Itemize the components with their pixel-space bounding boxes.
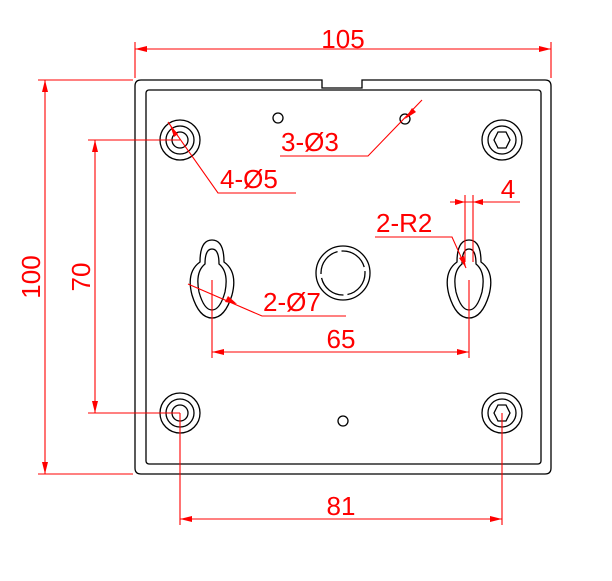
callout-keyhole-radius: 2-R2 bbox=[376, 208, 432, 238]
dimension-width-label: 105 bbox=[321, 24, 364, 54]
dimension-keyhole-spacing-label: 65 bbox=[327, 324, 356, 354]
dimension-vertical-spacing-label: 70 bbox=[66, 263, 96, 292]
dimension-slot-width-label: 4 bbox=[501, 174, 515, 204]
dimension-bottom-spacing bbox=[179, 413, 503, 525]
leader-keyhole-diameter bbox=[187, 283, 346, 317]
callout-keyhole-diameter: 2-Ø7 bbox=[263, 287, 321, 317]
dimension-vertical-spacing bbox=[88, 139, 180, 414]
dimension-height bbox=[38, 79, 133, 475]
keyhole-right bbox=[446, 239, 492, 319]
dimension-width bbox=[134, 42, 552, 78]
dimension-height-label: 100 bbox=[16, 255, 46, 298]
callout-small-holes: 3-Ø3 bbox=[281, 127, 339, 157]
dimension-keyhole-spacing bbox=[211, 280, 470, 358]
callout-corner-holes: 4-Ø5 bbox=[220, 164, 278, 194]
leader-corner-holes bbox=[167, 121, 296, 194]
plate-inner-edge bbox=[145, 89, 542, 465]
small-hole bbox=[272, 112, 284, 124]
corner-hole-top-right bbox=[481, 119, 523, 161]
plate-outline bbox=[134, 79, 552, 475]
center-boss bbox=[315, 245, 371, 301]
leader-small-holes bbox=[280, 99, 423, 157]
dimension-bottom-spacing-label: 81 bbox=[327, 491, 356, 521]
keyhole-left bbox=[189, 239, 235, 319]
small-hole bbox=[399, 113, 411, 125]
dimension-slot-width bbox=[450, 195, 520, 262]
leader-keyhole-radius bbox=[375, 236, 467, 269]
small-hole bbox=[337, 415, 349, 427]
